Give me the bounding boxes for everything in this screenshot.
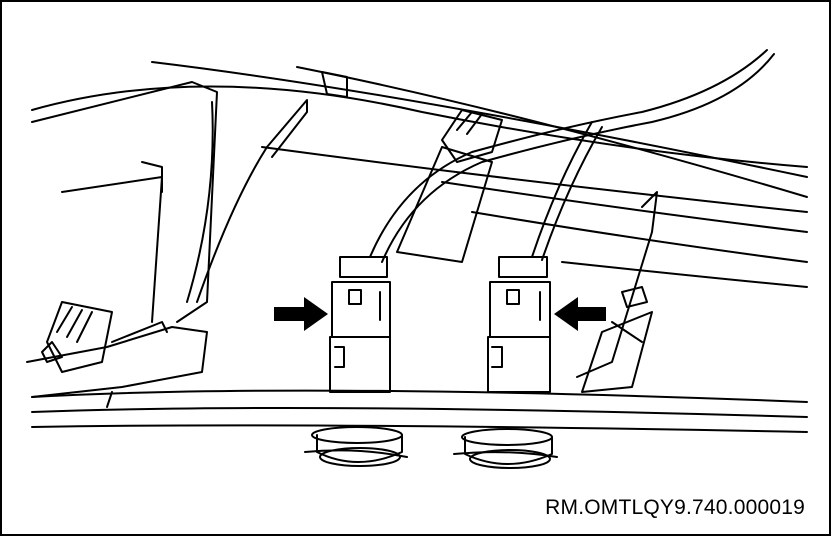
panel-contour-lines [31, 61, 808, 288]
left-clip [41, 301, 113, 373]
right-socket-connector [487, 256, 551, 393]
center-plate [396, 146, 493, 263]
upper-clip [321, 71, 503, 163]
arrow-right-indicator [274, 297, 328, 331]
right-bracket [576, 191, 658, 393]
arrow-left-indicator [554, 297, 606, 331]
bottom-socket-right [453, 428, 558, 469]
left-socket-connector [329, 256, 391, 393]
figure-reference-code: RM.OMTLQY9.740.000019 [545, 496, 805, 519]
bottom-socket-left [304, 426, 408, 467]
left-trim-pillar [26, 81, 308, 408]
wire-harness [369, 49, 775, 263]
bottom-panel [31, 389, 808, 433]
